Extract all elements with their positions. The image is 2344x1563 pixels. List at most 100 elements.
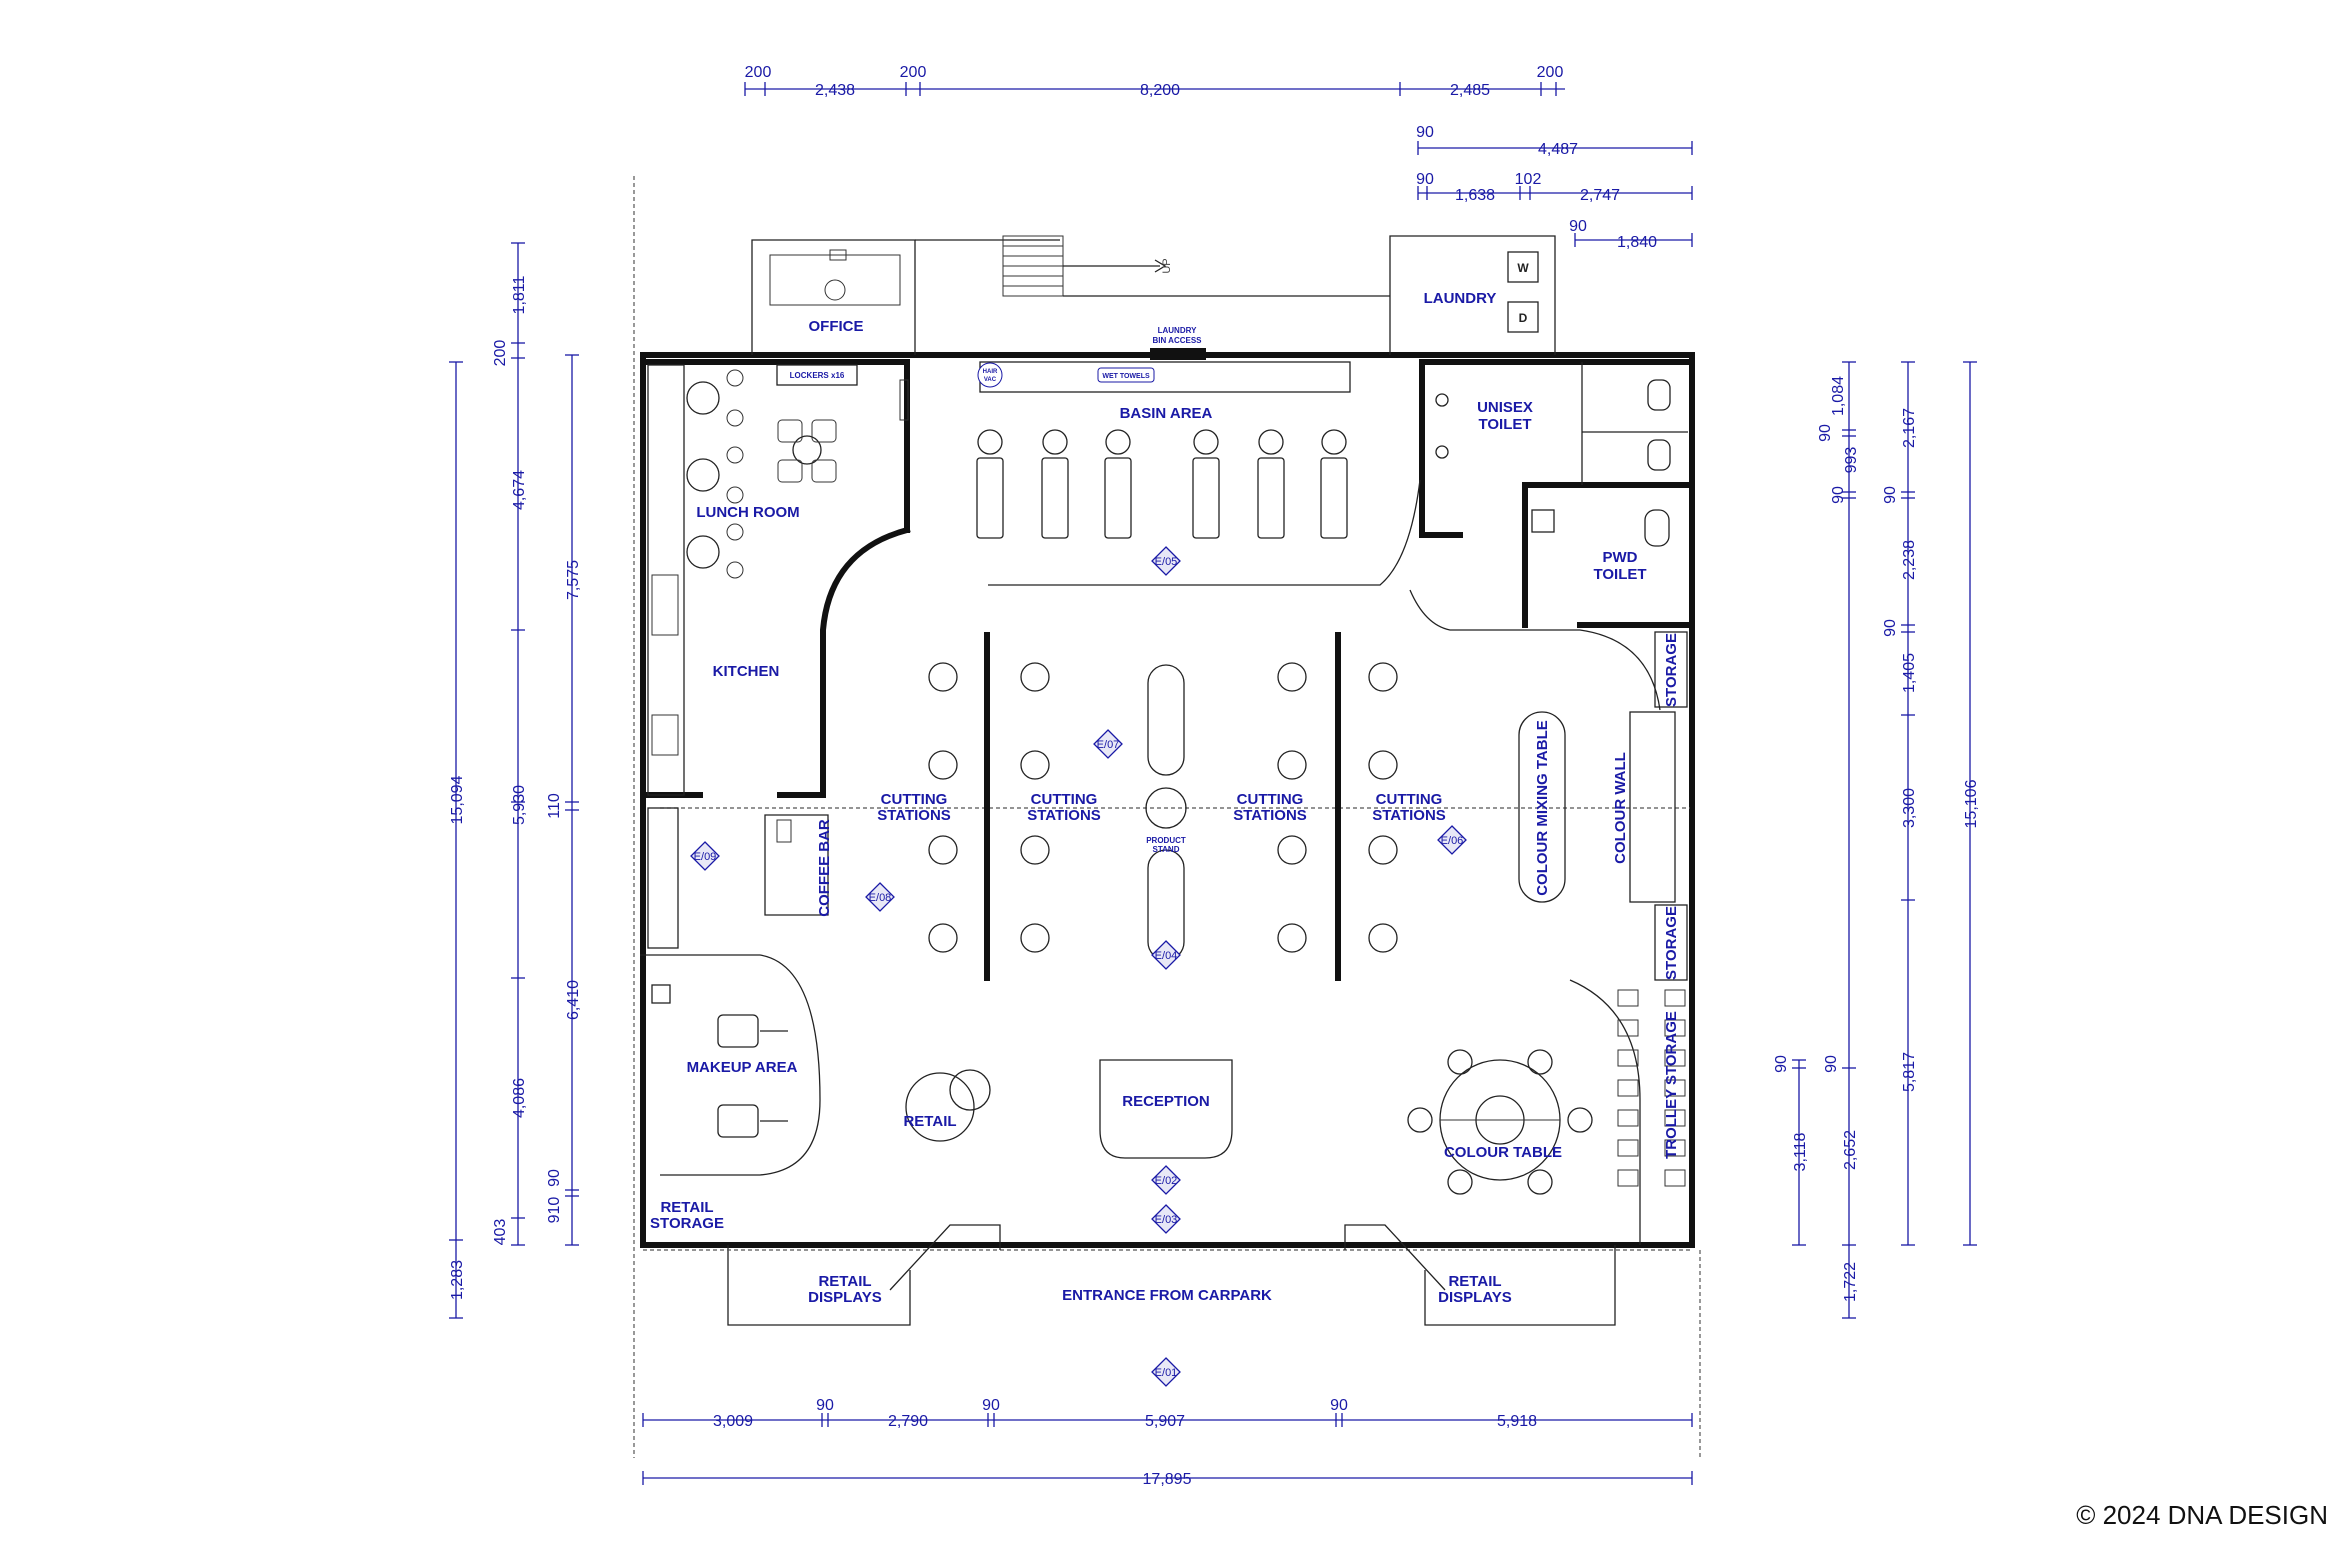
label-entrance-from-carpark: ENTRANCE FROM CARPARK bbox=[1062, 1287, 1272, 1304]
svg-text:1,811: 1,811 bbox=[511, 275, 528, 314]
svg-text:E/01: E/01 bbox=[1155, 1367, 1178, 1379]
svg-text:90: 90 bbox=[982, 1397, 1000, 1414]
svg-text:90: 90 bbox=[1569, 218, 1587, 235]
label-unisex-toilet-1: UNISEX bbox=[1477, 399, 1533, 416]
svg-text:90: 90 bbox=[1882, 619, 1899, 637]
svg-text:90: 90 bbox=[1416, 171, 1434, 188]
svg-text:90: 90 bbox=[1882, 486, 1899, 504]
svg-text:3,300: 3,300 bbox=[1901, 788, 1918, 828]
svg-text:110: 110 bbox=[546, 793, 563, 819]
label-makeup-area: MAKEUP AREA bbox=[687, 1059, 798, 1076]
dimension-values: 200 2,438 200 8,200 2,485 200 90 4,487 9… bbox=[449, 64, 1980, 1488]
svg-text:90: 90 bbox=[816, 1397, 834, 1414]
svg-text:1,084: 1,084 bbox=[1830, 376, 1847, 416]
svg-text:1,722: 1,722 bbox=[1842, 1262, 1859, 1302]
svg-text:4,086: 4,086 bbox=[511, 1078, 528, 1118]
label-cutting-stations-2b: STATIONS bbox=[1027, 807, 1101, 824]
label-laundry: LAUNDRY bbox=[1424, 290, 1497, 307]
elevation-tag-e04: E/04 bbox=[1151, 940, 1181, 970]
svg-text:200: 200 bbox=[900, 64, 927, 81]
svg-text:4,674: 4,674 bbox=[511, 470, 528, 510]
label-cutting-stations-1a: CUTTING bbox=[881, 791, 948, 808]
label-basin-area: BASIN AREA bbox=[1120, 405, 1213, 422]
label-retail-storage-2: STORAGE bbox=[650, 1215, 724, 1232]
elevation-tag-e06: E/06 bbox=[1437, 825, 1467, 855]
svg-text:5,930: 5,930 bbox=[511, 785, 528, 825]
label-kitchen: KITCHEN bbox=[713, 663, 780, 680]
elevation-tag-e07: E/07 bbox=[1093, 729, 1123, 759]
svg-text:5,907: 5,907 bbox=[1145, 1413, 1185, 1430]
elevation-tags: E/01 E/02 E/03 E/04 E/05 E/06 E/07 E/08 bbox=[690, 546, 1467, 1387]
svg-text:2,790: 2,790 bbox=[888, 1413, 928, 1430]
label-trolley-storage: TROLLEY STORAGE bbox=[1663, 1011, 1680, 1159]
label-lunch-room: LUNCH ROOM bbox=[696, 504, 799, 521]
svg-text:7,575: 7,575 bbox=[565, 560, 582, 600]
svg-text:102: 102 bbox=[1515, 171, 1542, 188]
svg-text:403: 403 bbox=[492, 1219, 509, 1246]
svg-text:90: 90 bbox=[1817, 424, 1834, 442]
label-cutting-stations-4a: CUTTING bbox=[1376, 791, 1443, 808]
elevation-tag-e05: E/05 bbox=[1151, 546, 1181, 576]
svg-text:1,405: 1,405 bbox=[1901, 653, 1918, 693]
svg-text:4,487: 4,487 bbox=[1538, 141, 1578, 158]
svg-text:8,200: 8,200 bbox=[1140, 82, 1180, 99]
label-lockers: LOCKERS x16 bbox=[790, 371, 845, 380]
label-up: UP bbox=[1161, 258, 1173, 273]
label-pwd-toilet-2: TOILET bbox=[1593, 566, 1646, 583]
svg-text:90: 90 bbox=[1416, 124, 1434, 141]
svg-text:910: 910 bbox=[546, 1197, 563, 1224]
svg-text:15,094: 15,094 bbox=[449, 775, 466, 824]
label-storage-2: STORAGE bbox=[1663, 906, 1680, 980]
label-cutting-stations-4b: STATIONS bbox=[1372, 807, 1446, 824]
svg-text:90: 90 bbox=[546, 1169, 563, 1187]
svg-text:2,167: 2,167 bbox=[1901, 408, 1918, 448]
svg-text:E/09: E/09 bbox=[694, 851, 717, 863]
elevation-tag-e03: E/03 bbox=[1151, 1204, 1181, 1234]
svg-text:15,106: 15,106 bbox=[1963, 779, 1980, 828]
label-retail-displays-right-2: DISPLAYS bbox=[1438, 1289, 1512, 1306]
elevation-tag-e02: E/02 bbox=[1151, 1165, 1181, 1195]
label-retail-displays-right-1: RETAIL bbox=[1448, 1273, 1501, 1290]
svg-text:90: 90 bbox=[1823, 1055, 1840, 1073]
label-colour-wall: COLOUR WALL bbox=[1612, 752, 1629, 864]
label-hair-vac-2: VAC bbox=[984, 377, 997, 383]
label-cutting-stations-3a: CUTTING bbox=[1237, 791, 1304, 808]
svg-text:2,652: 2,652 bbox=[1842, 1130, 1859, 1170]
svg-text:E/02: E/02 bbox=[1155, 1175, 1178, 1187]
label-storage-1: STORAGE bbox=[1663, 633, 1680, 707]
svg-text:1,283: 1,283 bbox=[449, 1260, 466, 1300]
svg-text:E/06: E/06 bbox=[1441, 835, 1464, 847]
svg-text:E/04: E/04 bbox=[1155, 950, 1178, 962]
label-laundry-bin-access-2: BIN ACCESS bbox=[1152, 336, 1202, 345]
svg-text:200: 200 bbox=[492, 340, 509, 367]
svg-text:2,438: 2,438 bbox=[815, 82, 855, 99]
furniture bbox=[647, 249, 1688, 1195]
svg-text:2,747: 2,747 bbox=[1580, 187, 1620, 204]
elevation-tag-e08: E/08 bbox=[865, 882, 895, 912]
svg-text:3,118: 3,118 bbox=[1792, 1132, 1809, 1171]
label-hair-vac-1: HAIR bbox=[983, 369, 998, 375]
svg-text:1,840: 1,840 bbox=[1617, 234, 1657, 251]
label-reception: RECEPTION bbox=[1122, 1093, 1210, 1110]
label-product-stand-1: PRODUCT bbox=[1146, 836, 1186, 845]
label-cutting-stations-1b: STATIONS bbox=[877, 807, 951, 824]
label-pwd-toilet-1: PWD bbox=[1603, 549, 1638, 566]
svg-text:E/07: E/07 bbox=[1097, 739, 1120, 751]
label-retail: RETAIL bbox=[903, 1113, 956, 1130]
svg-text:1,638: 1,638 bbox=[1455, 187, 1495, 204]
label-cutting-stations-2a: CUTTING bbox=[1031, 791, 1098, 808]
room-labels: OFFICE LAUNDRY W D UP LAUNDRY BIN ACCESS… bbox=[650, 258, 1680, 1306]
elevation-tag-e01: E/01 bbox=[1151, 1357, 1181, 1387]
svg-text:2,485: 2,485 bbox=[1450, 82, 1490, 99]
label-laundry-bin-access-1: LAUNDRY bbox=[1158, 326, 1197, 335]
svg-text:6,410: 6,410 bbox=[565, 980, 582, 1020]
copyright-notice: © 2024 DNA DESIGN bbox=[2076, 1500, 2328, 1530]
label-retail-displays-left-1: RETAIL bbox=[818, 1273, 871, 1290]
svg-text:E/05: E/05 bbox=[1155, 556, 1178, 568]
label-retail-storage-1: RETAIL bbox=[660, 1199, 713, 1216]
svg-text:17,895: 17,895 bbox=[1143, 1471, 1192, 1488]
svg-text:5,918: 5,918 bbox=[1497, 1413, 1537, 1430]
label-unisex-toilet-2: TOILET bbox=[1478, 416, 1531, 433]
svg-text:200: 200 bbox=[745, 64, 772, 81]
